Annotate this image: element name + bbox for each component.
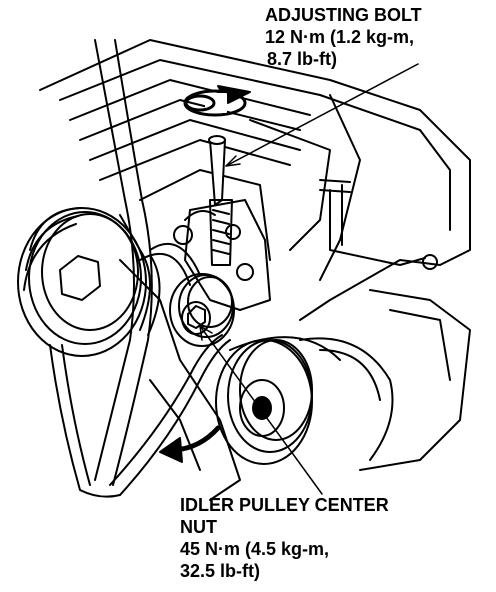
tighten-arrow-icon (183, 85, 251, 117)
idler-nut-callout: IDLER PULLEY CENTER NUT 45 N·m (4.5 kg-m… (180, 494, 389, 582)
drive-belt (49, 39, 231, 498)
belt-direction-arrow-icon (159, 425, 221, 463)
adjusting-bolt-torque-line1: 12 N·m (1.2 kg-m, (265, 27, 415, 47)
adjusting-bolt-title: ADJUSTING BOLT (265, 5, 422, 25)
idler-nut-title-line2: NUT (180, 517, 217, 537)
engine-block (39, 39, 471, 501)
idler-nut-torque-line2: 32.5 lb-ft) (180, 561, 261, 581)
leader-lines (199, 63, 419, 495)
idler-pulley (169, 273, 235, 347)
crankshaft-pulley (17, 207, 161, 357)
adjusting-bolt-torque-line2: 8.7 lb-ft) (267, 49, 337, 69)
idler-nut-title-line1: IDLER PULLEY CENTER (180, 495, 389, 515)
adjusting-bolt (173, 135, 271, 311)
adjusting-bolt-callout: ADJUSTING BOLT 12 N·m (1.2 kg-m, 8.7 lb-… (265, 4, 422, 70)
compressor-pulley (215, 336, 394, 465)
idler-nut-torque-line1: 45 N·m (4.5 kg-m, (180, 539, 330, 559)
